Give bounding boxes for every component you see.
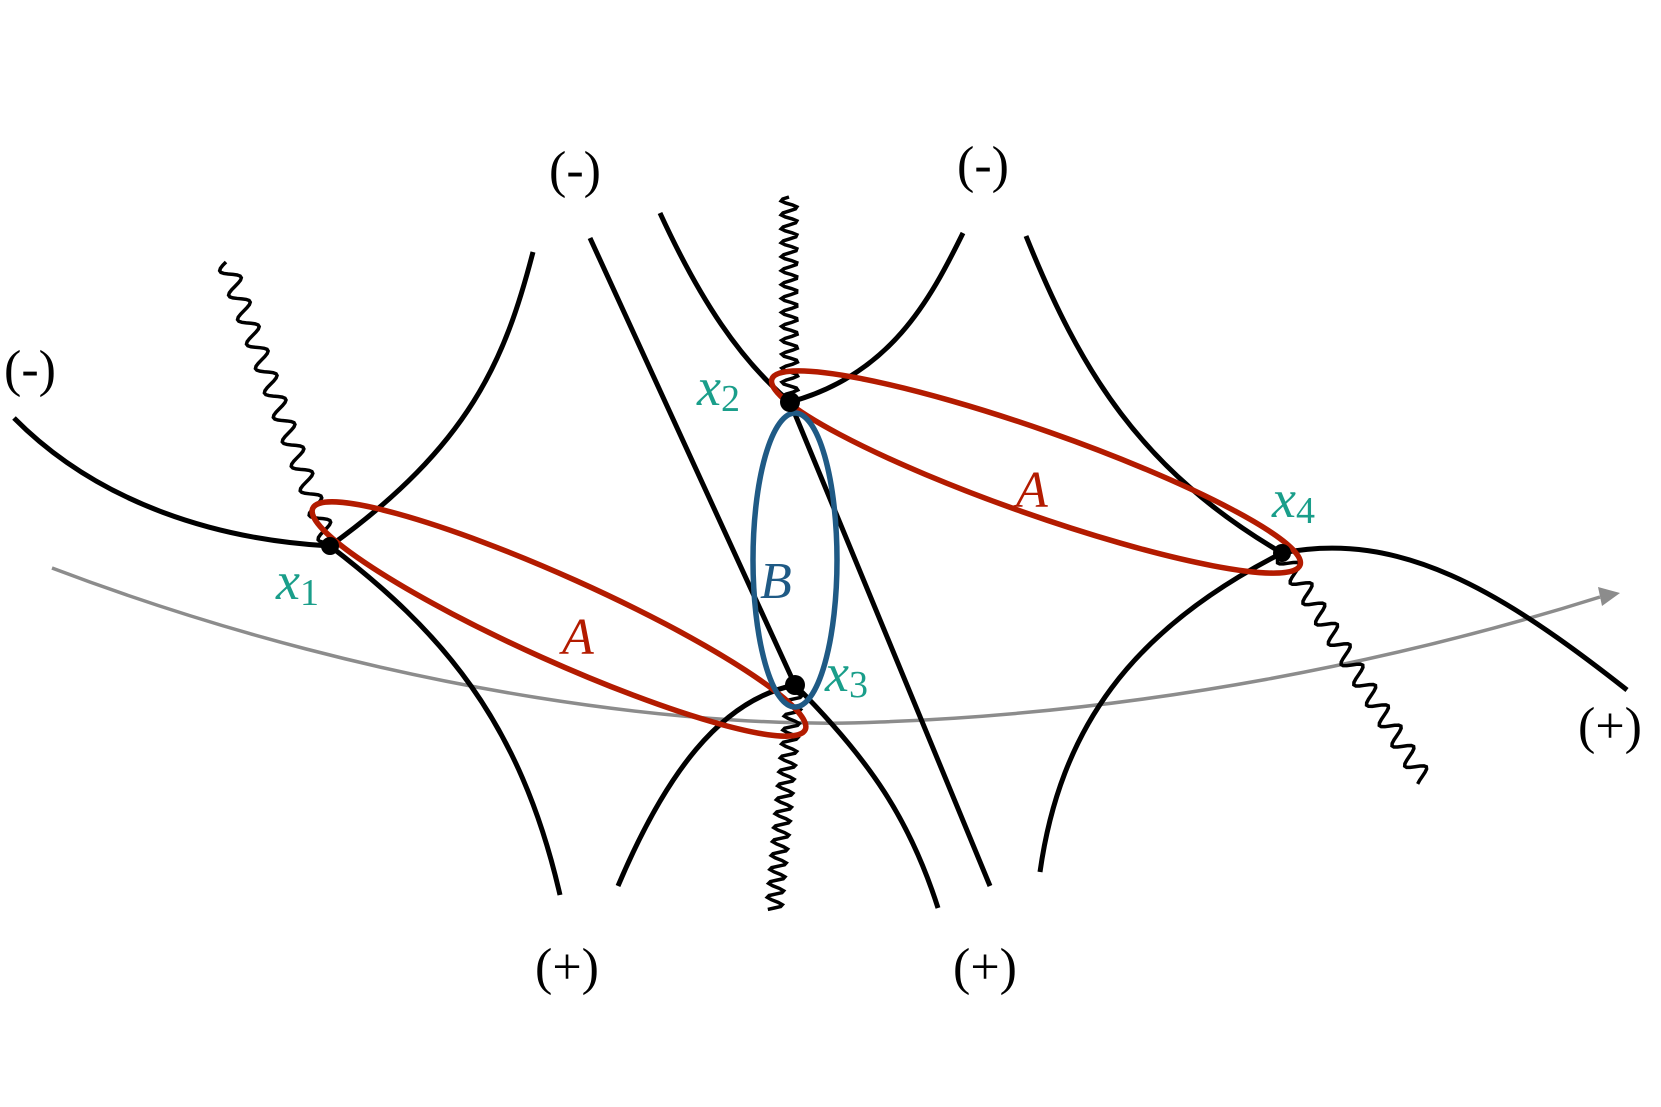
curve-bottom-to-x3: [615, 682, 796, 887]
point-label-x3: x3: [824, 643, 868, 706]
contour-arrow-head: [1598, 587, 1620, 606]
curve-x4-to-bottom: [1037, 550, 1284, 873]
point-x1-letter: x: [275, 551, 300, 611]
curve-x1-to-top: [328, 251, 536, 549]
region-label-A-left: A: [559, 609, 594, 666]
point-label-x4: x4: [1271, 469, 1315, 532]
label-bottom-plus-2: (+): [953, 939, 1017, 996]
label-top-minus-2: (-): [957, 137, 1009, 194]
label-right-plus: (+): [1578, 698, 1642, 755]
wavy-line-3: [764, 683, 805, 912]
region-B-ellipse: [750, 410, 840, 710]
curve-top-to-x2: [657, 211, 792, 404]
point-x3-letter: x: [824, 643, 849, 703]
wavy-line-4: [1275, 552, 1429, 785]
vertex-x4: [1273, 544, 1291, 562]
curve-left-to-x1: [12, 416, 331, 549]
point-x2-index: 2: [721, 378, 740, 420]
curve-x3-to-bottom: [793, 683, 941, 909]
vertex-x3: [785, 675, 805, 695]
curve-x1-to-bottom: [328, 544, 563, 896]
integration-contour: [51, 566, 1601, 725]
point-x3-index: 3: [849, 664, 868, 706]
region-label-B: B: [760, 553, 792, 610]
line-x2-to-bottom: [787, 401, 993, 887]
point-x2-letter: x: [696, 357, 721, 417]
vertex-x1: [321, 537, 339, 555]
line-top-to-x3: [587, 236, 798, 687]
label-bottom-plus-1: (+): [535, 939, 599, 996]
region-A-left-ellipse: [309, 499, 809, 739]
label-top-minus-1: (-): [549, 142, 601, 199]
curve-x4-to-right: [1281, 545, 1629, 692]
curve-x2-to-top: [789, 231, 966, 405]
label-left-minus: (-): [4, 341, 56, 398]
vertex-x2: [780, 392, 800, 412]
wavy-line-2: [778, 195, 801, 404]
point-label-x2: x2: [696, 357, 740, 420]
point-label-x1: x1: [275, 551, 319, 614]
region-A-right-ellipse: [768, 368, 1304, 576]
wavy-line-1: [217, 260, 337, 546]
point-x1-index: 1: [300, 572, 319, 614]
curve-top-to-x4: [1023, 235, 1284, 556]
point-x4-letter: x: [1271, 469, 1296, 529]
point-x4-index: 4: [1296, 490, 1315, 532]
region-label-A-right: A: [1013, 462, 1048, 519]
